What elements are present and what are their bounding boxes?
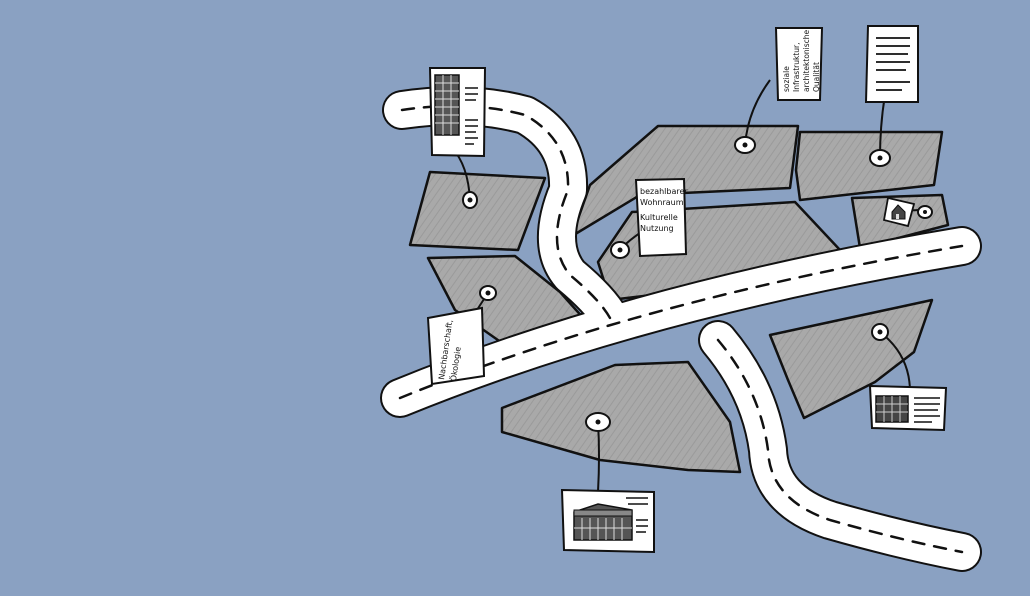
small-house-card <box>882 196 916 228</box>
small-house-icon <box>891 204 906 220</box>
tag-text-line: architektonische <box>802 29 811 92</box>
tag-text-line: Qualität <box>812 62 821 92</box>
text-document-icon <box>876 37 910 91</box>
tag-text-line: Infrastruktur, <box>792 43 801 92</box>
tower-block-card <box>428 67 487 158</box>
high-rise-building-icon <box>434 74 460 136</box>
tag-text-line: bezahlbarer <box>640 187 688 196</box>
block-top-right <box>794 130 944 202</box>
text-document-card <box>864 25 919 103</box>
pavilion-building-icon <box>573 503 633 541</box>
tag-text-line: Nutzung <box>640 224 674 233</box>
office-building-card <box>868 384 948 432</box>
block-bottom-center <box>500 360 742 474</box>
block-upper-left <box>408 170 547 252</box>
lane-marking-south-east <box>716 338 964 554</box>
office-building-icon <box>875 395 909 423</box>
social-infrastructure-card: soziale Infrastruktur, architektonische … <box>774 27 824 101</box>
tag-text-line: soziale <box>782 66 791 92</box>
tag-text-line: Ökologie <box>448 346 463 382</box>
neighbourhood-ecology-card: Nachbarschaft, Ökologie <box>426 306 486 386</box>
affordable-housing-card: bezahlbarer Wohnraum, Kulturelle Nutzung <box>634 177 688 258</box>
pavilion-building-card <box>560 488 655 554</box>
road-network <box>380 86 982 572</box>
block-lower-right <box>768 298 934 420</box>
tag-text-line: Kulturelle <box>640 213 678 222</box>
tag-text-line: Wohnraum, <box>640 198 686 207</box>
